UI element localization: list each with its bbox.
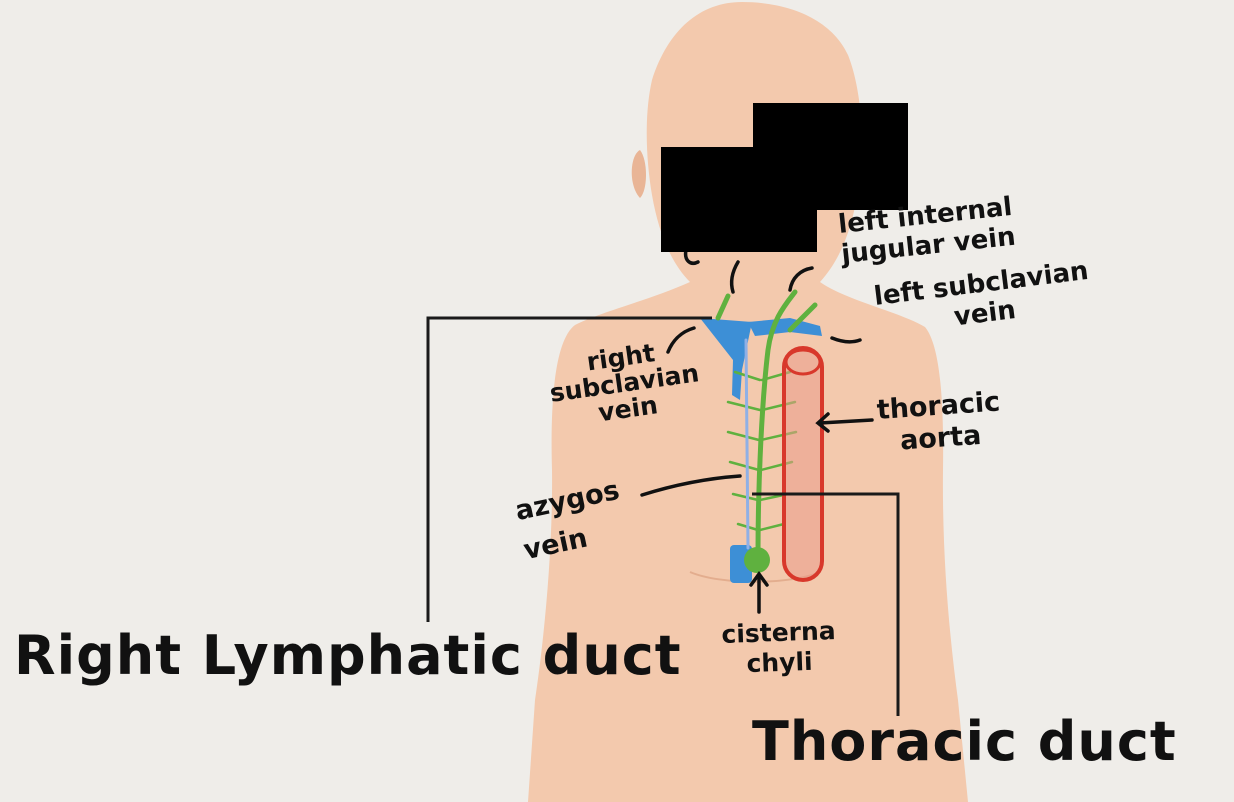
bracket-lines [426, 316, 900, 716]
right-lymphatic-bracket [426, 316, 712, 622]
right-subclavian-vein-shape [748, 318, 822, 336]
label-thoracic-duct: Thoracic duct [752, 710, 1177, 773]
right-jugular-pointer [788, 266, 814, 292]
thoracic-aorta [782, 346, 824, 582]
label-right-lymphatic-duct: Right Lymphatic duct [14, 624, 682, 687]
cisterna-chyli-node [744, 547, 770, 573]
azygos-vessel [744, 338, 750, 550]
jugular-hook [683, 248, 700, 265]
azygos-pointer [640, 474, 742, 497]
left-subclavian-pointer [666, 326, 696, 354]
left-jugular-pointer [729, 260, 740, 294]
left-jugular-vessel [715, 293, 731, 321]
aorta-pointer-head [815, 412, 830, 433]
redaction-box [661, 147, 817, 252]
label-line: cisterna chyli [720, 616, 837, 679]
aorta-top [784, 348, 822, 376]
aorta-tube [782, 346, 824, 582]
ear [631, 150, 646, 198]
right-jugular-vessel [787, 302, 818, 333]
pointer-lines [640, 248, 874, 614]
left-subclavian-vein-shape [700, 318, 752, 400]
aorta-pointer [818, 418, 874, 425]
label-thoracic-aorta: thoracic aorta [876, 386, 1004, 458]
label-line: thoracic aorta [875, 386, 1002, 457]
veins [700, 318, 822, 583]
cisterna-pointer-head [749, 571, 769, 587]
right-subclavian-pointer [830, 336, 862, 344]
label-cisterna-chyli: cisterna chyli [721, 616, 837, 680]
thoracic-duct-bracket [752, 492, 900, 716]
